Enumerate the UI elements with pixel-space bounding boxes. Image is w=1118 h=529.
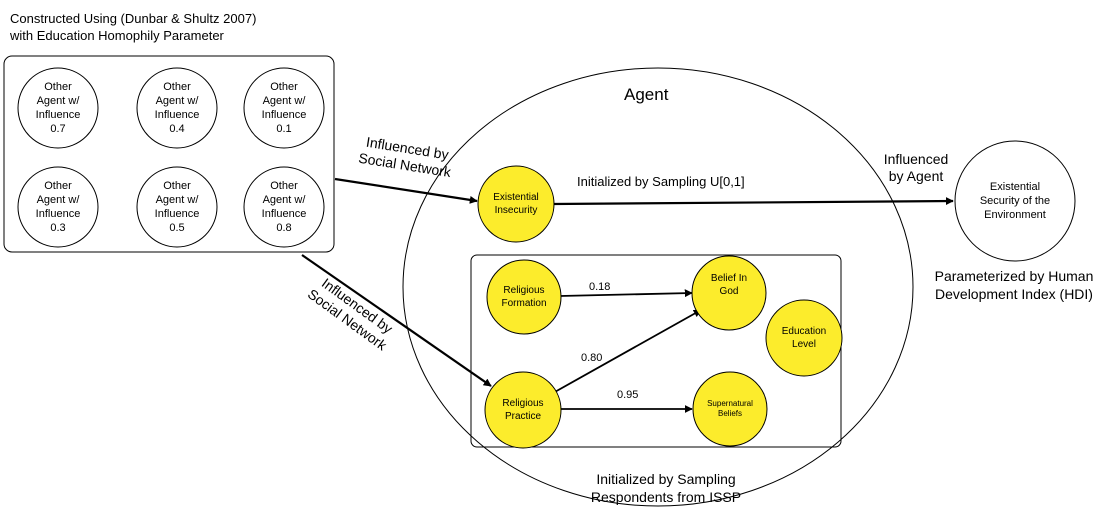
religious-formation-line1: Religious — [503, 285, 545, 296]
issp-note: Initialized by Sampling Respondents from… — [571, 470, 761, 506]
other-agent-label-line1: Other — [270, 180, 298, 192]
influenced-by-agent-line1: Influenced — [883, 151, 949, 167]
arrow-network-to-practice — [301, 254, 492, 387]
other-agent-influence-value: 0.4 — [169, 123, 185, 135]
environment-line3: Environment — [984, 209, 1046, 221]
other-agent-1: Other Agent w/ Influence 0.7 — [18, 68, 98, 148]
other-agent-6: Other Agent w/ Influence 0.8 — [244, 167, 324, 247]
other-agent-label-line2: Agent w/ — [155, 95, 199, 107]
other-agent-3: Other Agent w/ Influence 0.1 — [244, 68, 324, 148]
weight-formation-to-god: 0.18 — [589, 281, 611, 293]
other-agent-label-line2: Agent w/ — [155, 194, 199, 206]
belief-in-god-line2: God — [719, 286, 739, 297]
other-agent-influence-value: 0.5 — [169, 222, 185, 234]
other-agent-influence-value: 0.3 — [50, 222, 66, 234]
hdi-note-line2: Development Index (HDI) — [935, 286, 1093, 302]
hdi-note-line1: Parameterized by Human — [934, 268, 1094, 284]
religious-formation-circle — [486, 259, 562, 335]
education-level-line1: Education — [781, 326, 827, 337]
other-agent-4: Other Agent w/ Influence 0.3 — [18, 167, 98, 247]
religious-practice-node: Religious Practice — [485, 372, 561, 448]
belief-in-god-node: Belief In God — [692, 256, 766, 330]
other-agent-label-line3: Influence — [154, 208, 200, 220]
other-agent-2: Other Agent w/ Influence 0.4 — [137, 68, 217, 148]
issp-note-line1: Initialized by Sampling — [596, 471, 736, 487]
influenced-by-agent-line2: by Agent — [888, 168, 944, 184]
other-agent-circle-3 — [243, 67, 325, 149]
other-agent-label-line1: Other — [44, 81, 72, 93]
religious-practice-line2: Practice — [504, 411, 542, 422]
agent-title: Agent — [624, 85, 669, 104]
other-agent-label-line1: Other — [270, 81, 298, 93]
other-agent-label-line1: Other — [163, 81, 191, 93]
other-agent-5: Other Agent w/ Influence 0.5 — [137, 167, 217, 247]
belief-in-god-line1: Belief In — [710, 273, 748, 284]
other-agent-label-line1: Other — [163, 180, 191, 192]
weight-practice-to-supernatural: 0.95 — [617, 389, 639, 401]
education-level-circle — [765, 299, 843, 377]
religious-formation-node: Religious Formation — [487, 260, 561, 334]
supernatural-beliefs-circle — [692, 371, 768, 447]
network-source-line1: Constructed Using (Dunbar & Shultz 2007) — [10, 11, 257, 26]
hdi-note: Parameterized by Human Development Index… — [924, 267, 1104, 303]
education-level-line2: Level — [792, 339, 816, 350]
agent-ellipse — [402, 67, 914, 507]
supernatural-beliefs-line1: Supernatural — [707, 399, 753, 408]
other-agent-label-line3: Influence — [35, 109, 81, 121]
existential-insecurity-node: Existential Insecurity — [478, 166, 554, 242]
weight-practice-to-god: 0.80 — [581, 352, 603, 364]
environment-line1: Existential — [989, 181, 1041, 193]
other-agent-influence-value: 0.7 — [50, 123, 66, 135]
existential-insecurity-circle — [477, 165, 555, 243]
other-agent-label-line3: Influence — [261, 109, 307, 121]
other-agent-label-line2: Agent w/ — [36, 95, 80, 107]
religious-practice-line1: Religious — [502, 398, 544, 409]
supernatural-beliefs-line2: Beliefs — [717, 409, 742, 418]
other-agent-label-line2: Agent w/ — [36, 194, 80, 206]
other-agent-circle-4 — [17, 166, 99, 248]
network-source-line2: with Education Homophily Parameter — [10, 28, 224, 43]
other-agent-influence-value: 0.1 — [276, 123, 292, 135]
other-agent-label-line2: Agent w/ — [262, 194, 306, 206]
environment-line2: Security of the — [979, 195, 1051, 207]
other-agent-circle-2 — [136, 67, 218, 149]
other-agent-label-line1: Other — [44, 180, 72, 192]
belief-in-god-circle — [691, 255, 767, 331]
arrow-network-to-insecurity — [334, 177, 478, 204]
other-agent-influence-value: 0.8 — [276, 222, 292, 234]
network-source-label: Constructed Using (Dunbar & Shultz 2007)… — [10, 10, 256, 44]
arrow-formation-to-god — [559, 289, 693, 298]
other-agent-label-line3: Influence — [154, 109, 200, 121]
religious-formation-line2: Formation — [501, 298, 547, 309]
other-agent-label-line3: Influence — [35, 208, 81, 220]
education-level-node: Education Level — [766, 300, 842, 376]
issp-box — [470, 254, 842, 448]
arrow-insecurity-to-environment — [552, 197, 954, 206]
other-agent-circle-5 — [136, 166, 218, 248]
other-agent-circle-6 — [243, 166, 325, 248]
other-agent-circle-1 — [17, 67, 99, 149]
existential-insecurity-line1: Existential — [493, 192, 539, 203]
other-agent-label-line3: Influence — [261, 208, 307, 220]
other-agent-label-line2: Agent w/ — [262, 95, 306, 107]
arrow-practice-to-god — [552, 309, 702, 394]
environment-circle — [954, 140, 1076, 262]
influenced-by-agent-label: Influenced by Agent — [872, 151, 960, 185]
environment-node: Existential Security of the Environment — [955, 141, 1075, 261]
existential-insecurity-line2: Insecurity — [494, 205, 538, 216]
religious-practice-circle — [484, 371, 562, 449]
sampling-uniform-label: Initialized by Sampling U[0,1] — [577, 174, 745, 189]
supernatural-beliefs-node: Supernatural Beliefs — [693, 372, 767, 446]
issp-note-line2: Respondents from ISSP — [590, 489, 742, 505]
